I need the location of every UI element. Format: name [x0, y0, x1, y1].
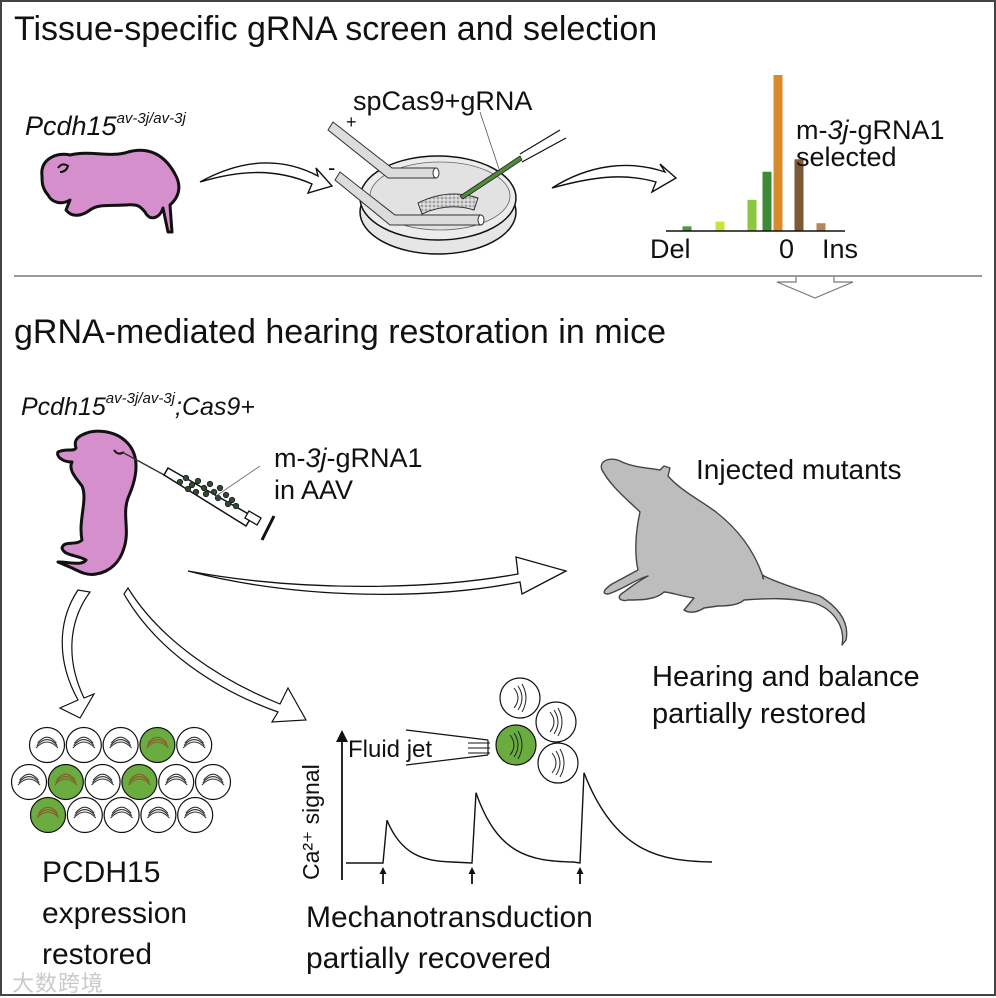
stimulus-arrow-icon: [379, 867, 387, 884]
arrow-to-dish-icon: [199, 162, 334, 195]
label-prefix: m-: [796, 115, 828, 145]
selected-label-line2: selected: [796, 142, 897, 172]
aav-particle: [228, 496, 236, 504]
fluid-jet-label: Fluid jet: [348, 736, 433, 763]
bottom-panel-title: gRNA-mediated hearing restoration in mic…: [14, 313, 666, 351]
aav-particle: [188, 481, 196, 489]
label-suffix: -gRNA1: [848, 115, 945, 145]
hair-cell-restored: [139, 726, 176, 764]
hair-cell-mutant: [10, 763, 48, 801]
aav-particle: [214, 494, 222, 502]
axis-tick-zero: 0: [779, 234, 795, 264]
arrow-to-calcium-icon: [123, 586, 307, 723]
hair-cell-mutant: [176, 726, 213, 764]
hair-cell-mutant: [102, 726, 139, 764]
bar-del-2: [747, 199, 757, 231]
arrow-to-mouse-icon: [187, 556, 568, 595]
hair-cell-mutant: [66, 796, 103, 834]
hair-cell-restored: [121, 763, 158, 801]
aav-particle: [222, 491, 230, 499]
mt-line1: Mechanotransduction: [306, 901, 593, 934]
pcdh-line3: restored: [42, 938, 153, 971]
pcdh-line2: expression: [42, 897, 188, 930]
aav-particle: [232, 502, 240, 510]
vector-label-line2: in AAV: [274, 475, 354, 505]
culture-dish-icon: [327, 111, 567, 255]
stimulus-arrow-icon: [468, 867, 476, 884]
bar-0: [773, 75, 783, 231]
label-suffix: -gRNA1: [326, 443, 423, 473]
allele-superscript: av-3j/av-3j: [116, 110, 186, 127]
arrow-to-grid-icon: [58, 589, 96, 719]
aav-particle: [202, 490, 210, 498]
calcium-axis-label: Ca²⁺ signal: [298, 764, 324, 880]
cas9-suffix: ;Cas9+: [175, 393, 255, 421]
aav-particle: [224, 500, 232, 508]
hair-cell-mutant: [28, 726, 66, 764]
down-arrow-icon: [776, 277, 854, 299]
aav-particle: [176, 478, 184, 486]
hair-cell-mutant: [65, 726, 102, 764]
hair-cell-mutant: [158, 763, 195, 801]
outcome-line2: partially restored: [652, 698, 867, 730]
hair-cell-mutant: [140, 796, 177, 834]
watermark: 大数跨境: [12, 971, 105, 996]
hair-cell-restored: [29, 796, 67, 834]
indel-bar-chart: [666, 75, 845, 232]
mt-line2: partially recovered: [306, 942, 552, 975]
stimulus-arrow-icon: [576, 867, 584, 884]
injected-mutants-label: Injected mutants: [696, 454, 902, 485]
bottom-genotype-label: Pcdh15av-3j/av-3j;Cas9+: [21, 391, 255, 421]
pcdh-line1: PCDH15: [42, 856, 161, 889]
syringe-icon: [121, 451, 276, 541]
bar-del-large: [682, 226, 692, 231]
arrow-to-chart-icon: [551, 163, 678, 194]
aav-particle: [216, 484, 224, 492]
axis-tick-del: Del: [650, 234, 691, 264]
calcium-trace: [346, 772, 713, 864]
selected-grna-label: m-3j-gRNA1: [796, 117, 945, 144]
hair-cell-restored: [47, 763, 84, 801]
aav-particle: [200, 484, 208, 492]
hair-cell-mutant: [177, 796, 214, 834]
aav-particle: [194, 477, 202, 485]
calcium-panel: [336, 677, 713, 884]
aav-particles: [176, 474, 240, 510]
allele-superscript: av-3j/av-3j: [105, 390, 175, 407]
top-panel-title: Tissue-specific gRNA screen and selectio…: [14, 10, 658, 48]
top-genotype-label: Pcdh15av-3j/av-3j: [25, 110, 186, 141]
label-italic: 3j: [305, 443, 327, 473]
aav-particle: [184, 485, 192, 493]
aav-particle: [206, 480, 214, 488]
hair-cell-grid: [10, 726, 232, 834]
gene-name: Pcdh15: [25, 111, 117, 141]
hair-cell-mutant: [194, 763, 232, 801]
aav-particle: [192, 488, 200, 496]
injection-label: spCas9+gRNA: [353, 86, 533, 116]
hair-cell-mutant: [103, 796, 140, 834]
label-prefix: m-: [274, 443, 306, 473]
electrode-minus-label: -: [328, 155, 336, 180]
electrode-plus-label: +: [346, 112, 357, 132]
stimulated-hair-cells: [495, 677, 579, 784]
bar-ins-1: [794, 159, 804, 231]
label-italic: 3j: [827, 115, 849, 145]
outcome-line1: Hearing and balance: [652, 661, 920, 693]
bar-del-mid: [715, 221, 725, 231]
stimulus-arrows: [379, 867, 584, 884]
adult-mouse-icon: [600, 458, 848, 646]
hair-cell-mutant: [84, 763, 121, 801]
aav-particle: [182, 474, 190, 482]
vector-label: m-3j-gRNA1: [274, 445, 423, 472]
gene-name: Pcdh15: [21, 393, 106, 421]
aav-particle: [210, 488, 218, 496]
bar-del-1: [762, 171, 772, 231]
axis-tick-ins: Ins: [822, 234, 859, 264]
bar-ins-2: [816, 223, 826, 231]
mouse-pup-icon: [40, 148, 181, 234]
